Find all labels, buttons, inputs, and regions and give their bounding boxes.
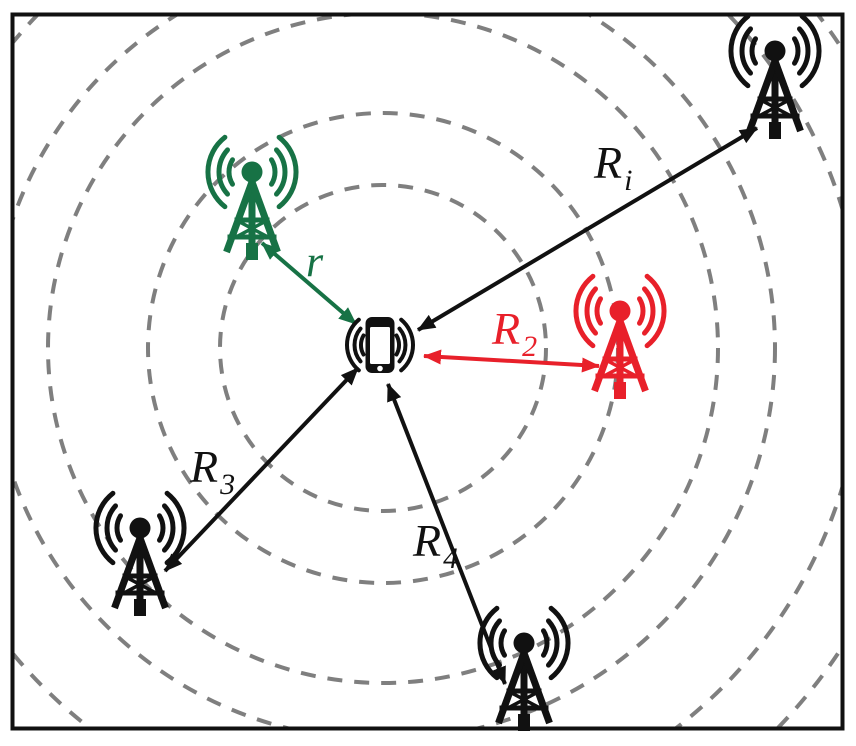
distance-arrows-group <box>163 126 759 685</box>
distance-arrow-r2 <box>423 349 600 373</box>
distance-arrow-r3 <box>163 366 360 573</box>
label-r4-base: R <box>412 515 441 566</box>
distance-arrow-r <box>260 241 358 326</box>
cell-tower-icon-top-right <box>731 16 819 139</box>
label-r4-sub: 4 <box>443 542 458 575</box>
smartphone-icon <box>344 315 416 375</box>
label-r2-sub: 2 <box>522 330 537 363</box>
figure-frame <box>10 12 845 731</box>
cell-tower-icon-interferer <box>576 276 664 399</box>
range-ring-4 <box>14 16 777 727</box>
distance-arrow-r4 <box>386 383 507 685</box>
label-r2: R2 <box>491 303 537 363</box>
range-ring-3 <box>46 16 720 685</box>
label-r3-base: R <box>189 441 218 492</box>
cell-tower-icon-bottom <box>480 608 568 731</box>
label-ri-base: R <box>593 137 622 188</box>
label-r2-base: R <box>491 303 520 354</box>
label-r3-sub: 3 <box>219 468 235 501</box>
distance-arrow-ri <box>416 126 759 332</box>
label-ri: Ri <box>593 137 632 197</box>
label-r4: R4 <box>412 515 458 575</box>
range-ring-1 <box>218 183 548 513</box>
cell-tower-icon-bottom-left <box>96 493 184 616</box>
cell-tower-icon-serving <box>208 137 296 260</box>
label-r: r <box>306 237 324 286</box>
label-r3: R3 <box>189 441 235 501</box>
label-r-text: r <box>306 237 324 286</box>
label-ri-sub: i <box>624 164 632 197</box>
